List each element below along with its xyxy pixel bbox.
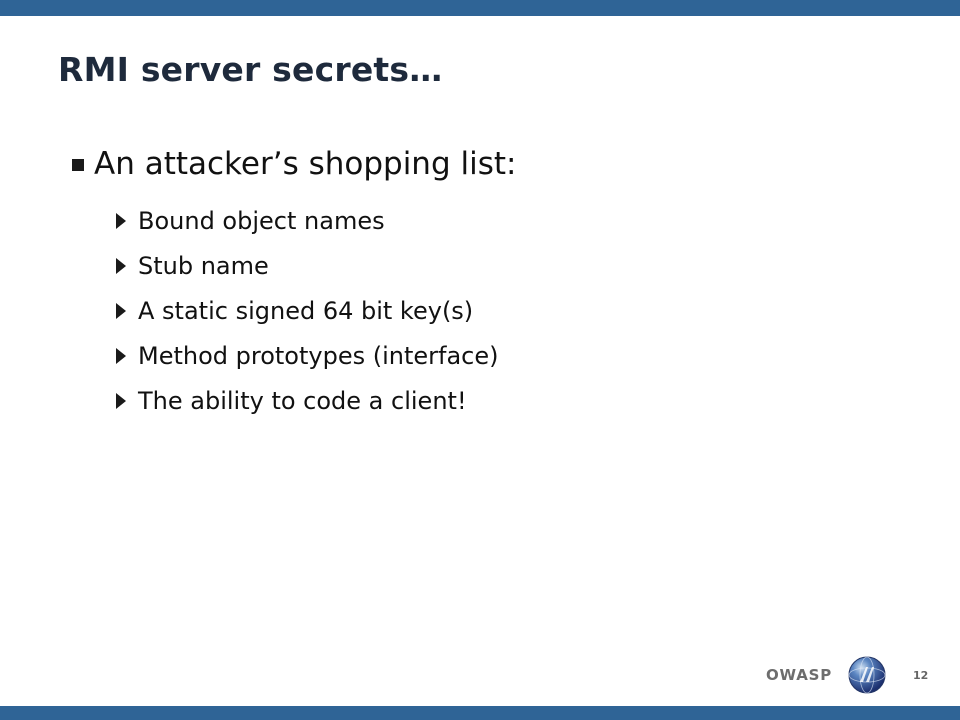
sub-bullet-item: Method prototypes (interface) xyxy=(116,333,499,378)
triangle-bullet-icon xyxy=(116,257,126,274)
triangle-bullet-icon xyxy=(116,302,126,319)
bottom-accent-bar xyxy=(0,706,960,720)
top-accent-bar xyxy=(0,0,960,16)
owasp-globe-icon xyxy=(848,656,886,694)
square-bullet-icon xyxy=(72,159,84,171)
slide-title: RMI server secrets… xyxy=(58,50,443,89)
sub-bullet-item: Stub name xyxy=(116,243,499,288)
sub-bullet-text: The ability to code a client! xyxy=(138,386,467,415)
sub-bullet-text: Method prototypes (interface) xyxy=(138,341,499,370)
sub-bullet-item: Bound object names xyxy=(116,198,499,243)
page-number: 12 xyxy=(913,669,929,682)
sub-bullet-text: Bound object names xyxy=(138,206,385,235)
main-bullet-text: An attacker’s shopping list: xyxy=(94,146,517,182)
sub-bullet-list: Bound object names Stub name A static si… xyxy=(116,198,499,423)
sub-bullet-item: The ability to code a client! xyxy=(116,378,499,423)
sub-bullet-item: A static signed 64 bit key(s) xyxy=(116,288,499,333)
triangle-bullet-icon xyxy=(116,347,126,364)
triangle-bullet-icon xyxy=(116,392,126,409)
sub-bullet-text: Stub name xyxy=(138,251,269,280)
main-bullet: An attacker’s shopping list: xyxy=(72,146,516,182)
owasp-footer-label: OWASP xyxy=(766,666,833,684)
triangle-bullet-icon xyxy=(116,212,126,229)
sub-bullet-text: A static signed 64 bit key(s) xyxy=(138,296,474,325)
